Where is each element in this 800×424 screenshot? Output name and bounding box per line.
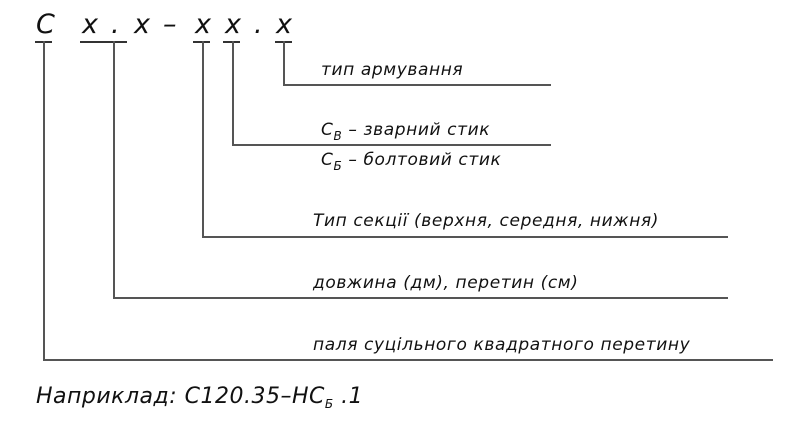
- underline-type: [193, 41, 210, 43]
- label-section-type: Тип секції (верхня, середня, нижня): [313, 211, 659, 231]
- leader-reinforcement-h: [283, 84, 551, 86]
- label-pile-type: паля суцільного квадратного перетину: [313, 335, 691, 355]
- welded-subscript: В: [333, 129, 343, 143]
- label-reinforcement-type: тип армування: [321, 60, 464, 80]
- code-prefix-c: С: [36, 9, 55, 40]
- code-x-section: x: [134, 9, 150, 40]
- example-prefix: Наприклад: С120.35–НС: [36, 384, 325, 409]
- leader-section-type-v: [202, 41, 204, 237]
- example-suffix: .1: [333, 384, 364, 409]
- leader-length-h: [113, 297, 728, 299]
- welded-symbol: С: [321, 120, 334, 140]
- example-subscript: Б: [324, 397, 334, 411]
- leader-pile-h: [43, 359, 773, 361]
- code-dot-2: .: [254, 9, 263, 40]
- bolted-subscript: Б: [333, 159, 343, 173]
- code-dot-1: .: [111, 9, 120, 40]
- code-dash: –: [163, 9, 177, 40]
- code-x-length: x: [82, 9, 98, 40]
- leader-joint-h: [232, 144, 551, 146]
- code-x-type: x: [195, 9, 211, 40]
- code-x-reinforcement: x: [276, 9, 292, 40]
- underline-length-section: [80, 41, 127, 43]
- leader-section-type-h: [202, 236, 728, 238]
- leader-length-v: [113, 41, 115, 298]
- leader-reinforcement-v: [283, 41, 285, 85]
- bolted-text: – болтовий стик: [348, 150, 502, 170]
- underline-joint: [223, 41, 240, 43]
- welded-text: – зварний стик: [348, 120, 491, 140]
- label-bolted-joint: СБ – болтовий стик: [321, 150, 501, 176]
- example-designation: Наприклад: С120.35–НСБ .1: [36, 384, 363, 411]
- label-length-section: довжина (дм), перетин (см): [313, 273, 579, 293]
- leader-joint-v: [232, 41, 234, 145]
- code-x-joint: x: [225, 9, 241, 40]
- bolted-symbol: С: [321, 150, 334, 170]
- label-welded-joint: СВ – зварний стик: [321, 120, 490, 146]
- leader-pile-v: [43, 41, 45, 360]
